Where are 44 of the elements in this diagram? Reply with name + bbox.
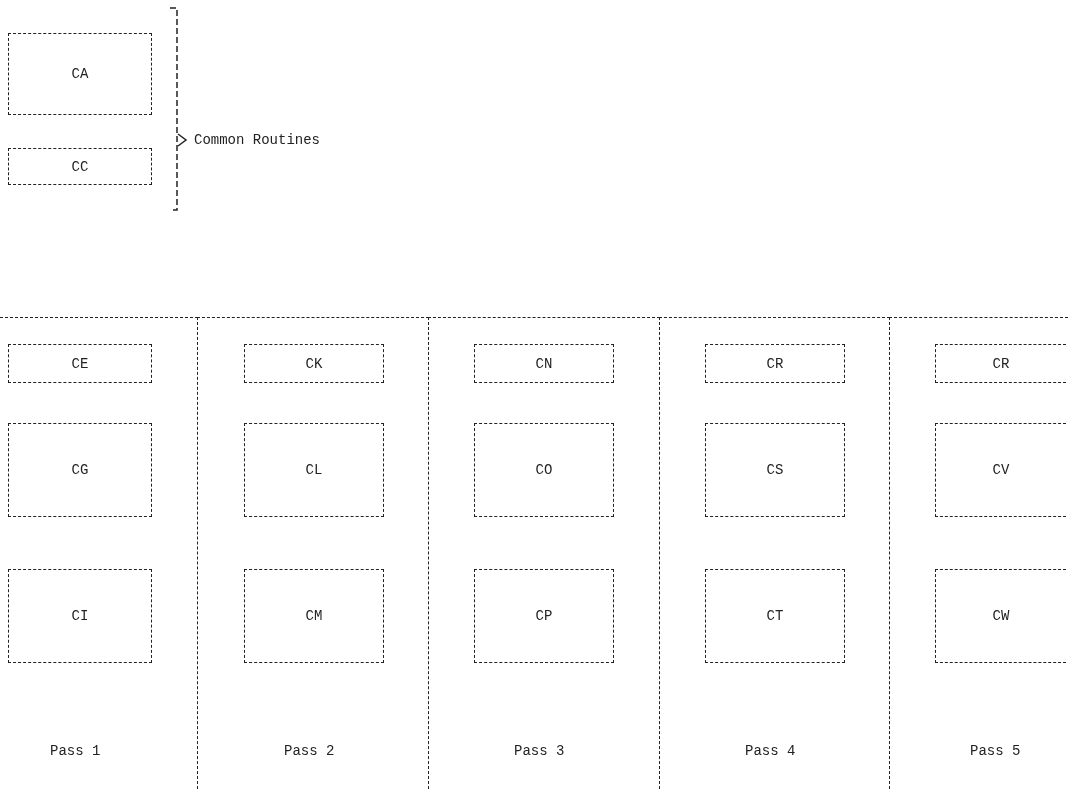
module-name: CC bbox=[71, 158, 89, 175]
module-name: CT bbox=[766, 608, 784, 624]
module-name: CR bbox=[766, 355, 784, 372]
module-box bbox=[244, 344, 384, 383]
module-box bbox=[474, 423, 614, 517]
module-box bbox=[705, 569, 845, 663]
module-name: CI bbox=[71, 608, 89, 624]
module-name: CL bbox=[305, 462, 323, 478]
module-box bbox=[474, 344, 614, 383]
module-box bbox=[244, 423, 384, 517]
module-box bbox=[8, 423, 152, 517]
module-name: CK bbox=[305, 355, 323, 372]
module-name: CN bbox=[535, 355, 553, 372]
module-box bbox=[705, 344, 845, 383]
module-box bbox=[935, 344, 1066, 383]
column-label: Pass 1 bbox=[50, 743, 101, 759]
pass-column bbox=[428, 317, 660, 789]
module-name: CS bbox=[766, 462, 784, 478]
pass-column bbox=[197, 317, 429, 789]
module-name: CA bbox=[71, 66, 89, 82]
module-box bbox=[935, 569, 1066, 663]
pass-column bbox=[659, 317, 890, 789]
module-name: CG bbox=[71, 462, 89, 478]
module-name: CE bbox=[71, 355, 89, 372]
module-box bbox=[8, 569, 152, 663]
module-name: CW bbox=[992, 608, 1010, 624]
module-box bbox=[8, 148, 152, 185]
column-label: Pass 5 bbox=[970, 743, 1021, 759]
pass-column bbox=[889, 317, 1068, 789]
module-box bbox=[705, 423, 845, 517]
column-label: Pass 4 bbox=[745, 743, 796, 759]
module-box bbox=[474, 569, 614, 663]
column-label: Pass 3 bbox=[514, 743, 565, 759]
module-box bbox=[8, 33, 152, 115]
module-name: CV bbox=[992, 462, 1010, 478]
module-box bbox=[244, 569, 384, 663]
module-box bbox=[8, 344, 152, 383]
module-name: CP bbox=[535, 608, 553, 624]
module-box bbox=[935, 423, 1066, 517]
module-name: CO bbox=[535, 462, 553, 478]
module-name: CR bbox=[992, 355, 1010, 372]
group-label: Common Routines bbox=[194, 132, 321, 148]
module-name: CM bbox=[305, 608, 323, 624]
column-label: Pass 2 bbox=[284, 743, 335, 759]
